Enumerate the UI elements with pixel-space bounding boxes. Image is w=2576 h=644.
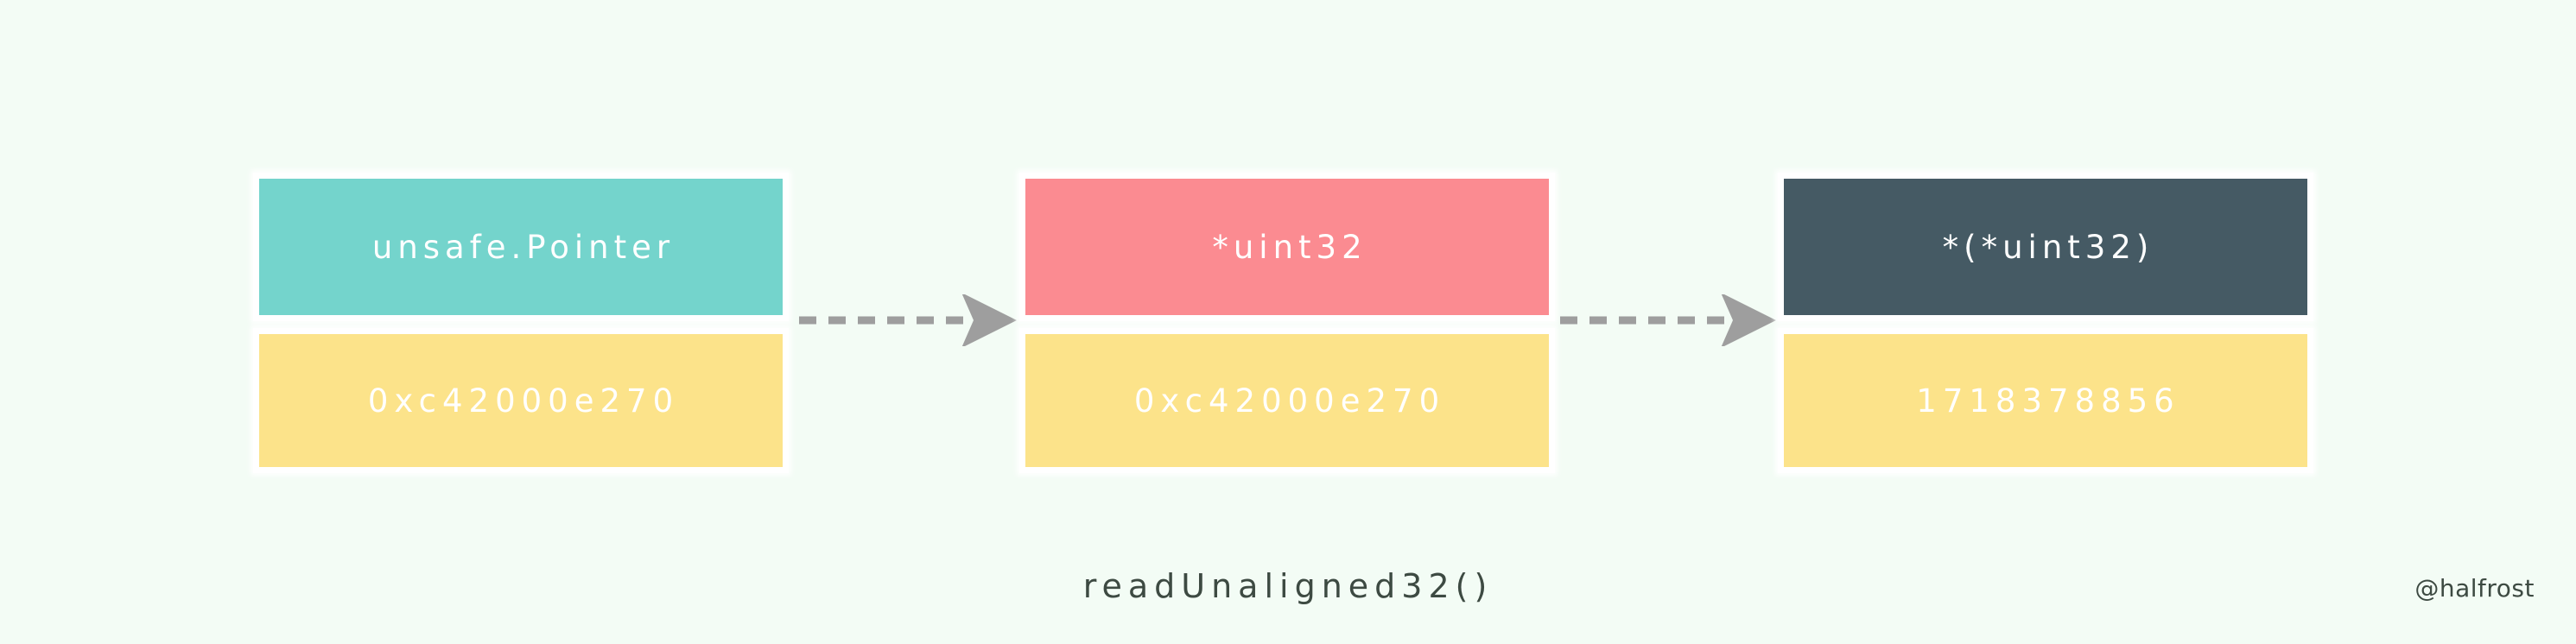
diagram-caption: readUnaligned32() (1082, 567, 1494, 605)
node-type-block: unsafe.Pointer (253, 173, 789, 321)
node-uint32-ptr: *uint32 0xc42000e270 (1019, 173, 1555, 473)
author-watermark: @halfrost (2414, 574, 2535, 603)
node-value-block: 0xc42000e270 (253, 328, 789, 473)
edge-arrow-2 (1560, 294, 1776, 346)
edge-arrow-1 (799, 294, 1017, 346)
node-value-block: 0xc42000e270 (1019, 328, 1555, 473)
node-uint32-deref: *(*uint32) 1718378856 (1778, 173, 2313, 473)
node-value-label: 0xc42000e270 (367, 382, 680, 420)
node-type-block: *(*uint32) (1778, 173, 2313, 321)
dashed-arrow-icon (1560, 294, 1776, 346)
dashed-arrow-icon (799, 294, 1017, 346)
node-type-label: *(*uint32) (1942, 228, 2154, 266)
node-type-label: unsafe.Pointer (371, 228, 676, 266)
node-type-block: *uint32 (1019, 173, 1555, 321)
node-unsafe-pointer: unsafe.Pointer 0xc42000e270 (253, 173, 789, 473)
node-value-block: 1718378856 (1778, 328, 2313, 473)
node-value-label: 0xc42000e270 (1133, 382, 1446, 420)
node-value-label: 1718378856 (1916, 382, 2180, 420)
node-type-label: *uint32 (1212, 228, 1367, 266)
